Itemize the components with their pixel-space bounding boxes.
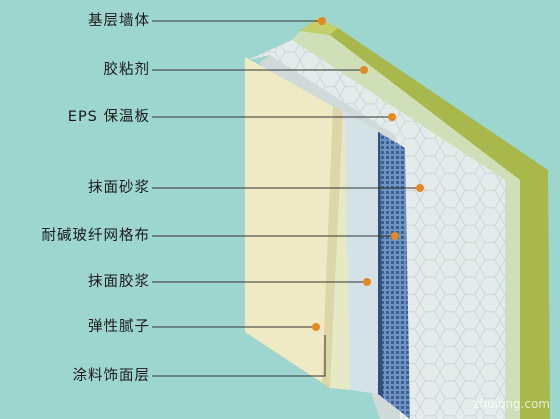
finish-coat-shade <box>322 106 343 388</box>
leader-group-3 <box>152 184 424 192</box>
leader-group-6 <box>152 323 320 331</box>
watermark-text: zhulong.com <box>473 397 550 411</box>
mesh-layer <box>375 130 410 419</box>
label-base-wall: 基层墙体 <box>88 13 150 29</box>
leader-group-5 <box>152 278 371 286</box>
leader-group-2 <box>152 113 396 121</box>
marker-dot <box>318 17 326 25</box>
marker-dot <box>312 323 320 331</box>
marker-dot <box>363 278 371 286</box>
base-wall-edge <box>300 18 338 35</box>
label-eps-board: EPS 保温板 <box>67 109 150 125</box>
label-adhesive: 胶粘剂 <box>103 62 150 78</box>
leader-group-1 <box>152 66 368 74</box>
marker-dot <box>416 184 424 192</box>
marker-dot <box>360 66 368 74</box>
marker-dot <box>388 113 396 121</box>
label-fiberglass-mesh: 耐碱玻纤网格布 <box>41 228 150 244</box>
label-finish-coat: 涂料饰面层 <box>72 368 150 384</box>
leader-group-7 <box>152 335 326 377</box>
leader-group-4 <box>152 232 399 240</box>
label-plaster-mortar: 抹面砂浆 <box>88 180 150 196</box>
label-plaster-glue: 抹面胶浆 <box>88 274 150 290</box>
finish-coat-layer <box>245 57 343 388</box>
label-elastic-putty: 弹性腻子 <box>88 319 150 335</box>
marker-dot <box>391 232 399 240</box>
leader-group-0 <box>152 17 326 25</box>
